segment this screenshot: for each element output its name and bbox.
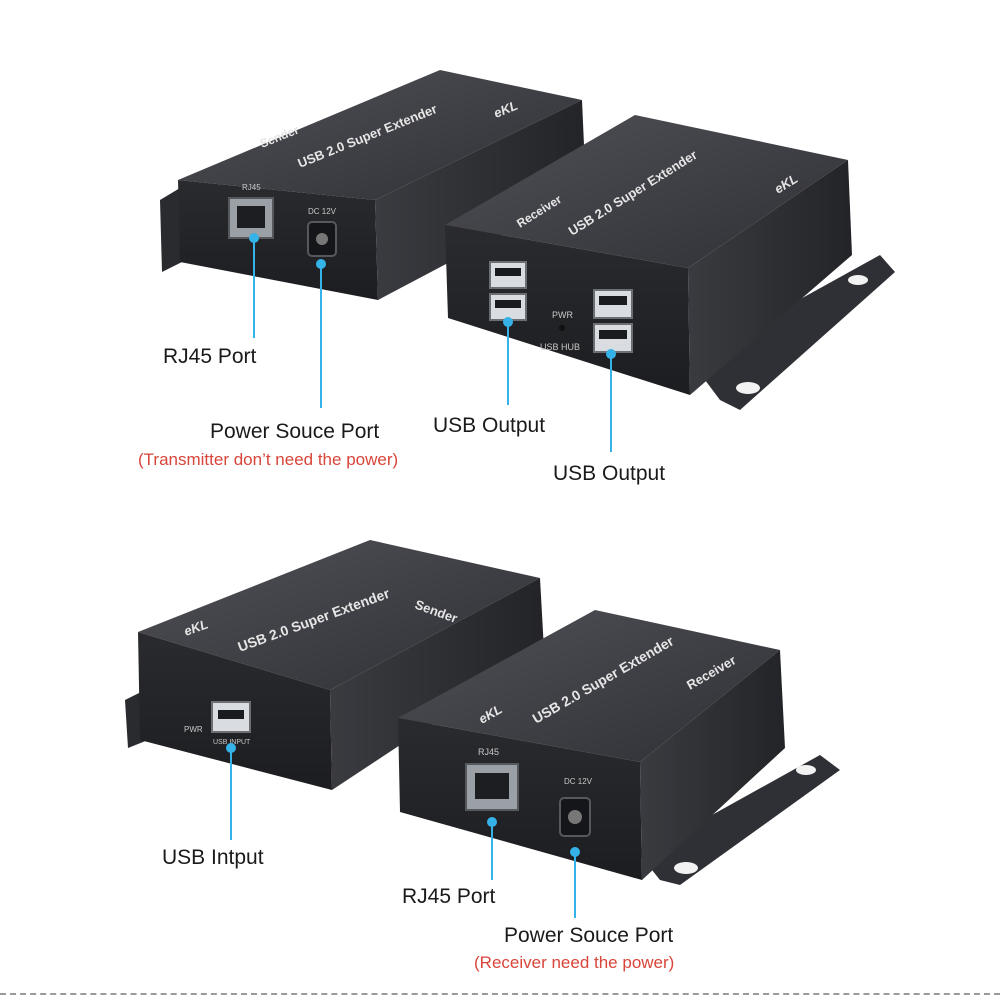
callout-bottom-power-port: Power Souce Port bbox=[504, 924, 674, 947]
callout-bottom-usb-input: USB Intput bbox=[162, 846, 264, 869]
bottom-sender-device: PWR USB INPUT USB 2.0 Super Extender Sen… bbox=[125, 540, 544, 790]
bottom-receiver-rj45-label: RJ45 bbox=[478, 747, 499, 757]
top-receiver-device: PWR USB HUB USB 2.0 Super Extender Recei… bbox=[445, 115, 895, 410]
top-sender-flange bbox=[160, 188, 182, 272]
top-sender-rj45-label: RJ45 bbox=[242, 183, 261, 192]
bottom-sender-usb-input-label: USB INPUT bbox=[213, 739, 251, 746]
top-sender-face bbox=[178, 180, 378, 300]
callout-bottom-rj45-port: RJ45 Port bbox=[402, 885, 496, 908]
callout-top-rj45-port: RJ45 Port bbox=[163, 345, 257, 368]
top-receiver-flange bbox=[690, 255, 895, 410]
callout-top-power-note: (Transmitter don’t need the power) bbox=[138, 450, 399, 469]
callout-top-usb-output-2: USB Output bbox=[553, 462, 666, 485]
bottom-receiver-top bbox=[398, 610, 780, 762]
top-sender-top bbox=[178, 70, 582, 200]
callout-bottom-power-note: (Receiver need the power) bbox=[474, 953, 675, 972]
top-sender-dc-label: DC 12V bbox=[308, 207, 337, 216]
bottom-receiver-dc-label: DC 12V bbox=[564, 777, 593, 786]
top-receiver-pwr-label: PWR bbox=[552, 310, 573, 320]
bottom-sender-top bbox=[138, 540, 540, 690]
bottom-receiver-device: RJ45 DC 12V USB 2.0 Super Extender Recei… bbox=[398, 610, 840, 885]
top-callout-lines bbox=[249, 233, 616, 452]
top-sender-device: RJ45 DC 12V USB 2.0 Super Extender Sende… bbox=[160, 70, 586, 300]
callout-top-power-port: Power Souce Port bbox=[210, 420, 380, 443]
top-sender-side bbox=[375, 100, 586, 300]
bottom-sender-side bbox=[330, 578, 544, 790]
bottom-receiver-flange bbox=[640, 755, 840, 885]
callout-top-usb-output-1: USB Output bbox=[433, 414, 546, 437]
bottom-sender-pwr-label: PWR bbox=[184, 725, 203, 734]
bottom-receiver-face bbox=[398, 718, 642, 880]
top-receiver-hub-label: USB HUB bbox=[540, 342, 580, 352]
top-receiver-top bbox=[445, 115, 848, 268]
top-receiver-side bbox=[688, 160, 852, 395]
bottom-receiver-side bbox=[640, 650, 785, 880]
bottom-divider bbox=[0, 993, 1000, 995]
bottom-receiver-rj45-jack bbox=[465, 763, 519, 811]
bottom-callout-lines bbox=[226, 743, 580, 918]
